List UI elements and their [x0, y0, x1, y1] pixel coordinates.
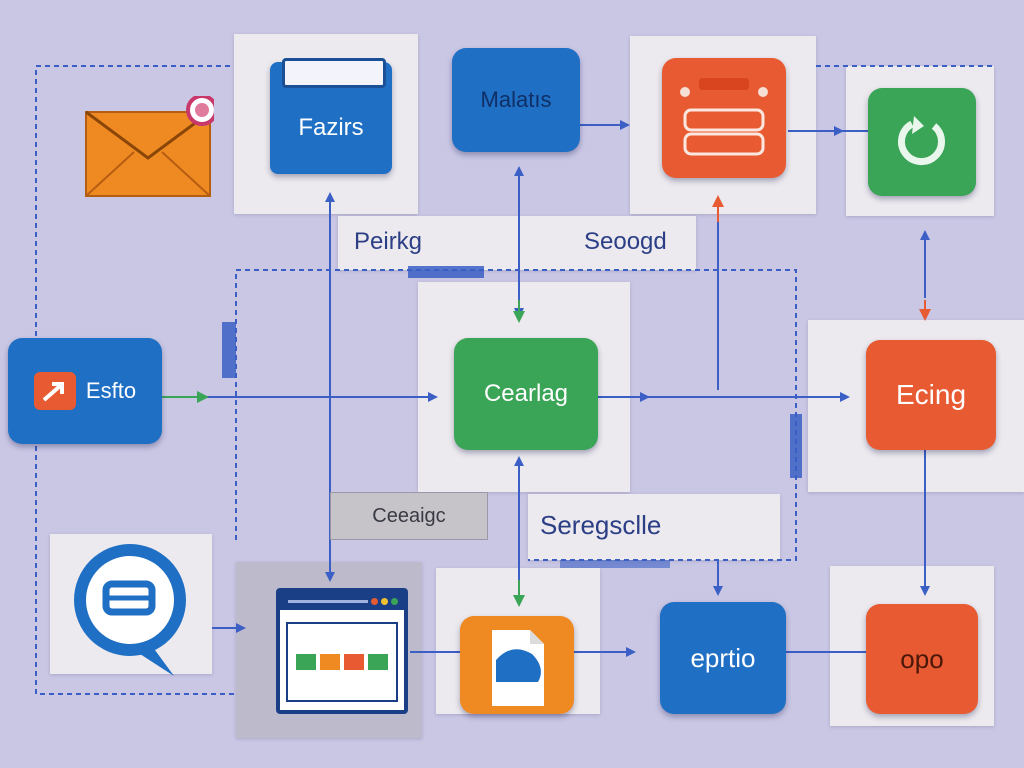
folder-icon: [282, 58, 386, 88]
arrow-badge-icon: [33, 372, 76, 410]
document-icon: [492, 630, 544, 706]
browser-titlebar: [280, 592, 404, 610]
chat-bubble-icon[interactable]: [70, 540, 194, 680]
refresh-node[interactable]: [868, 88, 976, 196]
tile-seregsclle: [528, 494, 780, 560]
envelope-icon[interactable]: [84, 94, 218, 200]
malates-node[interactable]: Malatıs: [452, 48, 580, 152]
eprtio-label: eprtio: [690, 642, 756, 673]
tag-top: [408, 266, 484, 278]
browser-content: [286, 622, 398, 702]
label-peirkg: Peirkg: [354, 228, 423, 255]
ecing-node[interactable]: Ecing: [866, 340, 996, 450]
tag-right: [790, 414, 802, 478]
folder-label: Fazirs: [298, 114, 364, 141]
opo-node[interactable]: opo: [866, 604, 978, 714]
tag-bottom: [560, 560, 670, 568]
document-node[interactable]: [460, 616, 574, 714]
eprtio-node[interactable]: eprtio: [660, 602, 786, 714]
browser-window-icon[interactable]: [276, 588, 408, 714]
esfto-label: Esfto: [85, 378, 137, 403]
folder-node[interactable]: Fazirs: [270, 58, 392, 174]
ecing-label: Ecing: [895, 379, 967, 410]
opo-label: opo: [900, 643, 944, 674]
malates-label: Malatıs: [480, 87, 552, 112]
cearlag-label: Cearlag: [483, 380, 569, 407]
label-seoogd: Seoogd: [584, 228, 667, 255]
refresh-icon: [898, 116, 945, 166]
label-ceeaigc: Ceeaigc: [330, 492, 488, 540]
printer-node[interactable]: [662, 58, 786, 178]
label-seregsclle: Seregsclle: [540, 510, 662, 540]
tag-left: [222, 322, 236, 378]
tile-label-band: [338, 216, 696, 270]
cearlag-node[interactable]: Cearlag: [454, 338, 598, 450]
esfto-node[interactable]: Esfto: [8, 338, 162, 444]
printer-icon: [680, 78, 768, 156]
